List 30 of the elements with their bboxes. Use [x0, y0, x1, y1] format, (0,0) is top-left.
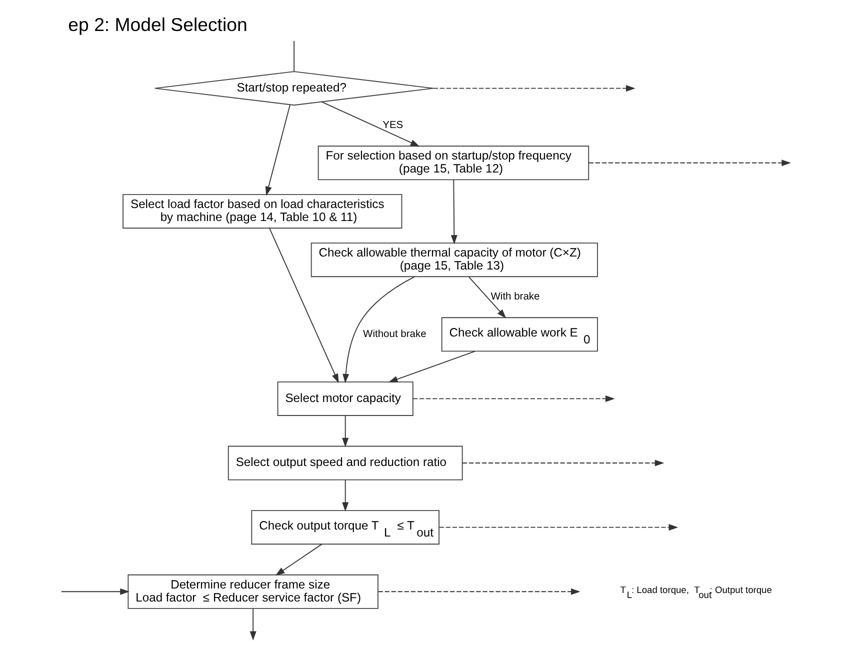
arrow	[388, 350, 476, 382]
node-box: Select motor capacity	[277, 381, 414, 416]
arrow	[265, 104, 290, 196]
connector	[294, 40, 295, 72]
arrow	[342, 480, 349, 512]
node-box: Select load factor based on load characteristics by machine (page 14, Table 10 & 11)	[122, 194, 402, 229]
node-box: Determine reducer frame size Load factor ≤ Reducer service factor (SF)	[128, 574, 378, 609]
arrow	[269, 228, 339, 384]
arrow	[250, 608, 256, 641]
edge-label: With brake	[490, 292, 540, 303]
node-diamond: Start/stop repeated?	[154, 71, 434, 106]
arrow	[321, 101, 420, 147]
edge-label: Without brake	[363, 329, 426, 340]
arrow	[462, 460, 664, 466]
arrow	[468, 276, 506, 318]
arrow	[60, 588, 130, 595]
arrow	[412, 395, 615, 402]
arrow	[450, 179, 458, 244]
edge-label: YES	[382, 120, 404, 132]
arrow	[438, 524, 678, 531]
arrow	[588, 160, 791, 166]
arrow	[378, 588, 580, 595]
arrow	[342, 415, 349, 448]
node-box: Select output speed and reduction ratio	[228, 446, 463, 480]
diagram-title: ep 2: Model Selection	[68, 14, 248, 35]
node-box: Check allowable thermal capacity of motor (C×Z) (page 15, Table 13)	[310, 242, 598, 278]
arrow	[275, 544, 322, 576]
node-box: For selection based on startup/stop frequency (page 15, Table 12)	[318, 146, 590, 180]
arrow	[432, 85, 636, 92]
arrow	[342, 276, 415, 384]
